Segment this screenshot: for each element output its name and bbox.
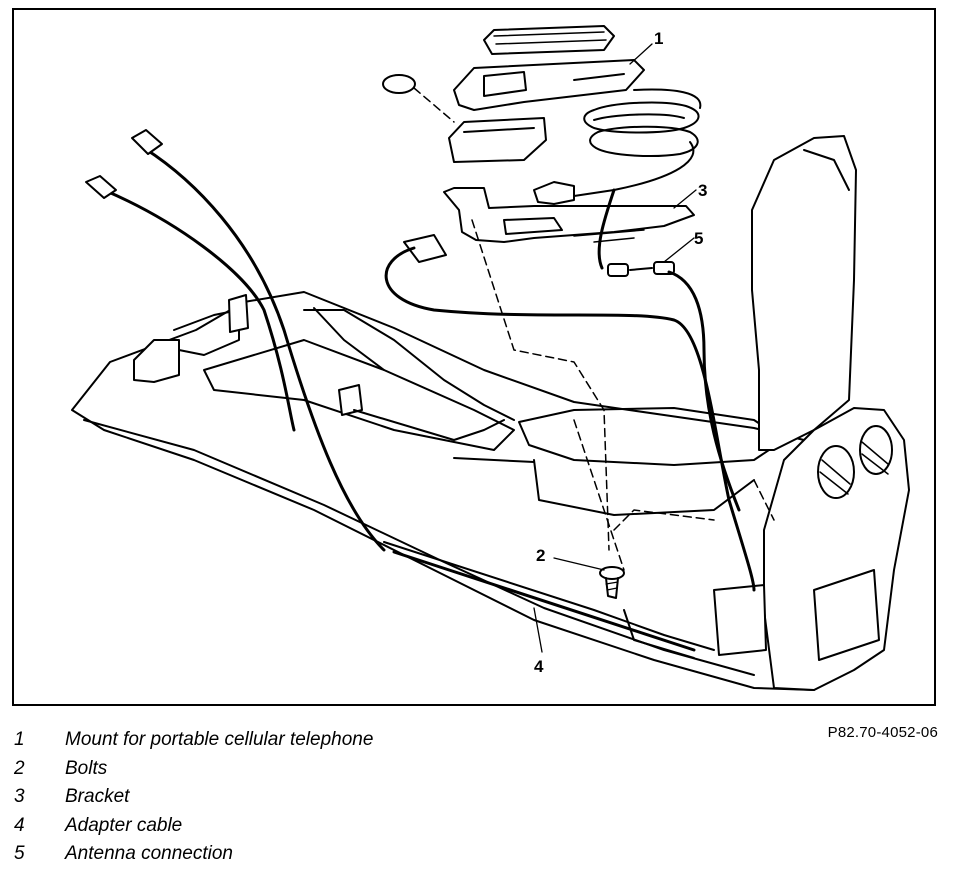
callout-1: 1	[654, 29, 663, 48]
phone-mount-assembly	[382, 25, 702, 205]
diagram-frame: 1 2 3 4 5	[12, 8, 936, 706]
legend-number: 4	[14, 814, 25, 836]
guide-lines	[413, 87, 775, 571]
adapter-cable	[102, 146, 756, 652]
legend-number: 3	[14, 786, 25, 807]
leader-lines	[533, 43, 697, 653]
cable-plugs	[85, 129, 163, 199]
bolt	[599, 566, 625, 599]
antenna-connection	[607, 261, 675, 277]
callout-2: 2	[536, 546, 545, 565]
bracket	[403, 187, 695, 263]
legend-item: 2 Bolts	[0, 757, 700, 786]
callout-4: 4	[534, 657, 544, 676]
callout-5: 5	[694, 229, 703, 248]
callout-3: 3	[698, 181, 707, 200]
legend-text: Bolts	[65, 757, 108, 779]
legend-text: Antenna connection	[65, 843, 233, 864]
exploded-view-diagram: 1 2 3 4 5	[71, 25, 910, 691]
legend-text: Bracket	[65, 786, 130, 807]
legend: 1 Mount for portable cellular telephone …	[0, 728, 700, 871]
legend-item: 3 Bracket	[0, 785, 700, 814]
legend-item: 4 Adapter cable	[0, 814, 700, 843]
legend-text: Mount for portable cellular telephone	[65, 729, 374, 750]
armrest	[713, 135, 910, 691]
legend-item: 1 Mount for portable cellular telephone	[0, 728, 700, 757]
legend-number: 2	[14, 757, 25, 779]
legend-number: 5	[14, 843, 25, 864]
legend-number: 1	[14, 729, 25, 750]
reference-code: P82.70-4052-06	[827, 724, 938, 741]
legend-text: Adapter cable	[65, 814, 183, 836]
legend-item: 5 Antenna connection	[0, 842, 700, 871]
